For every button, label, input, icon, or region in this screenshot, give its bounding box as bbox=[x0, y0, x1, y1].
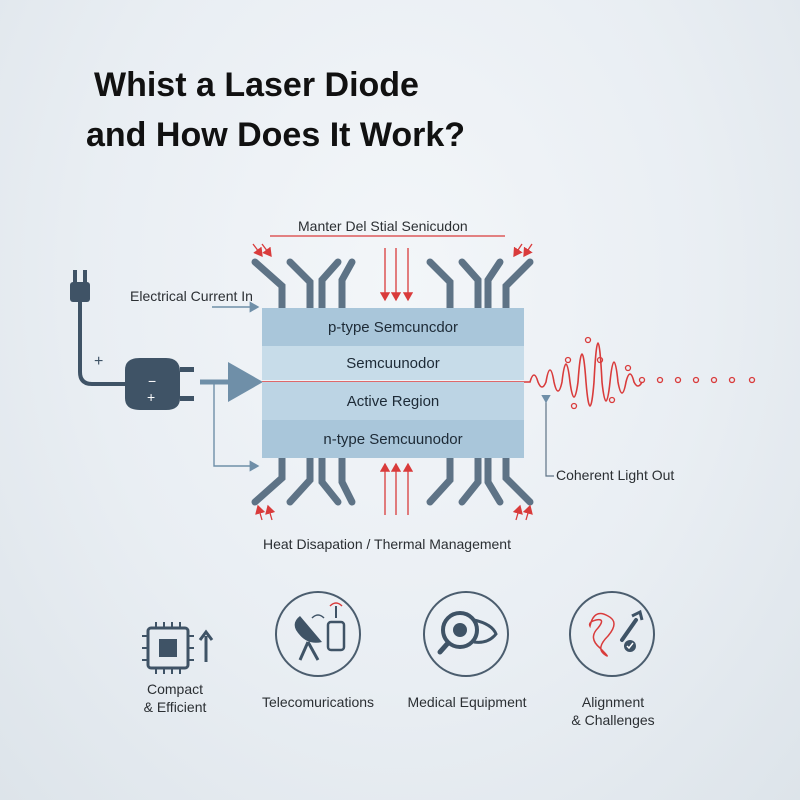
power-plug-icon: − + + bbox=[70, 270, 194, 410]
heat-sink-bottom bbox=[251, 454, 534, 506]
heat-dissipation-label: Heat Disapation / Thermal Management bbox=[263, 536, 511, 552]
wrench-icon bbox=[569, 591, 655, 677]
application-compact-line2: & Efficient bbox=[143, 699, 207, 715]
heat-arrows-bottom bbox=[255, 462, 533, 521]
application-alignment: Alignment & Challenges bbox=[556, 693, 670, 729]
active-region-layer: Active Region bbox=[262, 382, 524, 420]
heat-arrows-top bbox=[252, 243, 533, 302]
top-label: Manter Del Stial Senicudon bbox=[298, 218, 468, 234]
application-compact: Compact & Efficient bbox=[120, 680, 230, 716]
semiconductor-layer: Semcuunodor bbox=[262, 346, 524, 380]
application-medical: Medical Equipment bbox=[398, 693, 536, 711]
electrical-current-label: Electrical Current In bbox=[130, 288, 253, 304]
svg-text:−: − bbox=[148, 373, 156, 389]
application-alignment-line2: & Challenges bbox=[571, 712, 655, 728]
p-type-layer: p-type Semcuncdor bbox=[262, 308, 524, 346]
svg-text:+: + bbox=[147, 389, 155, 405]
title-line-2: and How Does It Work? bbox=[86, 116, 466, 154]
application-telecom: Telecomurications bbox=[248, 693, 388, 711]
title-line-1: Whist a Laser Diode bbox=[94, 66, 419, 104]
current-arrows bbox=[200, 301, 263, 472]
application-telecom-line1: Telecomurications bbox=[261, 694, 375, 710]
application-compact-line1: Compact bbox=[146, 681, 204, 697]
coherent-pointer bbox=[541, 394, 554, 477]
svg-text:+: + bbox=[94, 353, 103, 370]
light-wave bbox=[524, 342, 643, 407]
coherent-light-label: Coherent Light Out bbox=[556, 467, 675, 483]
page-title: Whist a Laser Diode and How Does It Work… bbox=[86, 60, 465, 160]
photon-dots bbox=[564, 336, 756, 410]
satellite-phone-icon bbox=[275, 591, 361, 677]
chip-icon bbox=[142, 622, 214, 674]
n-type-layer: n-type Semcuunodor bbox=[262, 420, 524, 458]
application-medical-line1: Medical Equipment bbox=[407, 694, 527, 710]
eye-magnifier-icon bbox=[423, 591, 509, 677]
application-alignment-line1: Alignment bbox=[581, 694, 645, 710]
heat-sink-top bbox=[251, 258, 534, 312]
